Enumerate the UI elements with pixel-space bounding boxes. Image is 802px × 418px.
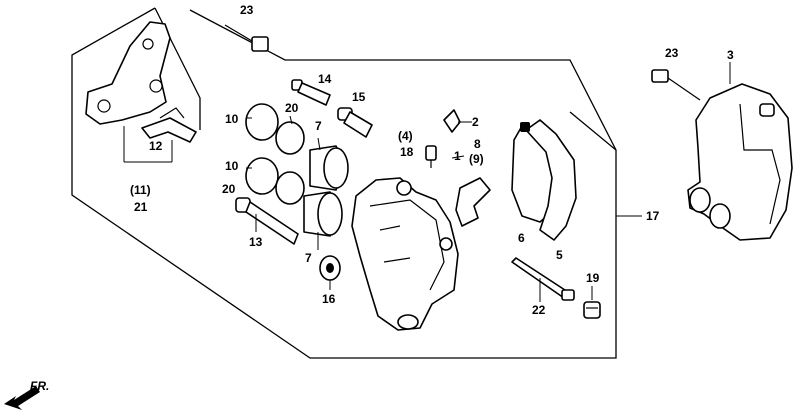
- front-direction-arrow: FR.: [4, 379, 49, 410]
- label-19: 19: [586, 271, 600, 285]
- label-21: 21: [134, 200, 148, 214]
- piston-7-lower: [303, 191, 343, 237]
- label-18: 18: [400, 145, 414, 159]
- label-5: 5: [556, 248, 563, 262]
- pin-cap-19: [583, 301, 601, 319]
- label-16: 16: [322, 292, 336, 306]
- label-10-lower: 10: [225, 159, 239, 173]
- bleeder-pin-14: [291, 79, 331, 106]
- dust-seal-20-upper: [275, 121, 305, 155]
- direction-label: FR.: [30, 379, 49, 393]
- label-7-lower: 7: [305, 251, 312, 265]
- caliper-assembly-3: [687, 83, 793, 241]
- bracket-bolt-23-left: [224, 24, 269, 52]
- piston-seal-10-lower: [245, 157, 279, 195]
- label-11: (11): [130, 183, 151, 197]
- pad-spring-clip-12: [141, 107, 197, 143]
- caliper-assembly-frame: [71, 7, 617, 359]
- pad-spring-8: [455, 177, 491, 227]
- dust-seal-20-lower: [275, 171, 305, 205]
- label-23-right: 23: [665, 46, 679, 60]
- label-14: 14: [318, 72, 332, 86]
- bleeder-screw-1: [425, 145, 437, 168]
- label-23-left: 23: [240, 3, 254, 17]
- label-6: 6: [518, 231, 525, 245]
- label-12: 12: [149, 139, 163, 153]
- piston-seal-10-upper: [245, 103, 279, 141]
- label-20-lower: 20: [222, 182, 236, 196]
- bracket-bolt-23-right: [651, 69, 701, 101]
- label-15: 15: [352, 90, 366, 104]
- bleed-valve-16: [319, 255, 341, 281]
- leader-lines: [123, 62, 731, 302]
- piston-7-upper: [309, 145, 349, 191]
- label-1: 1: [454, 149, 461, 163]
- label-9: (9): [469, 152, 484, 166]
- label-2: 2: [472, 115, 479, 129]
- brake-pad-5: [520, 119, 577, 241]
- caliper-body-18: [351, 177, 459, 331]
- slide-pin-15: [337, 107, 373, 138]
- label-3: 3: [727, 48, 734, 62]
- caliper-bracket-21: [85, 21, 171, 125]
- label-8: 8: [474, 137, 481, 151]
- callout-labels: 23 23 3 14 15 20 10 7 12 10 20 (11) 21 (…: [130, 3, 734, 317]
- label-22: 22: [532, 303, 546, 317]
- pin-bolt-13: [235, 197, 299, 245]
- label-10-upper: 10: [225, 112, 239, 126]
- label-17: 17: [646, 209, 660, 223]
- label-13: 13: [249, 235, 263, 249]
- pad-pin-22: [511, 257, 575, 301]
- label-7-upper: 7: [315, 119, 322, 133]
- pin-plug-2: [443, 109, 461, 133]
- label-20-upper: 20: [285, 101, 299, 115]
- label-4: (4): [398, 129, 413, 143]
